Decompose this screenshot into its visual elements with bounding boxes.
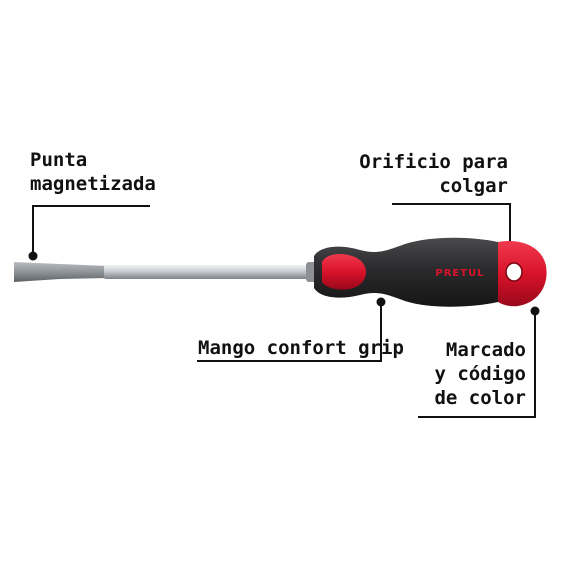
callout-marking-line1: Marcado [445, 339, 526, 361]
callout-tip-line2: magnetizada [30, 173, 156, 195]
callout-marking-line2: y código [434, 363, 526, 385]
callout-marking-leader [418, 306, 540, 418]
callout-marking: Marcado y código de color [434, 338, 526, 410]
callout-tip-leader [28, 205, 150, 261]
callout-grip-leader [197, 297, 386, 362]
steel-shaft [104, 265, 314, 279]
handle-red-pad [322, 254, 366, 290]
handle-grip [314, 237, 505, 307]
callout-grip: Mango confort grip [198, 336, 404, 360]
flat-tip [14, 262, 108, 282]
callout-tip: Punta magnetizada [30, 148, 156, 196]
callout-hole-line1: Orificio para [359, 151, 508, 173]
callout-grip-text: Mango confort grip [198, 337, 404, 359]
hang-hole [505, 262, 523, 282]
callout-marking-line3: de color [434, 387, 526, 409]
callout-hole-line2: colgar [439, 175, 508, 197]
callout-hole: Orificio para colgar [359, 150, 508, 198]
brand-logo: PRETUL [435, 268, 484, 279]
callout-tip-line1: Punta [30, 149, 88, 171]
